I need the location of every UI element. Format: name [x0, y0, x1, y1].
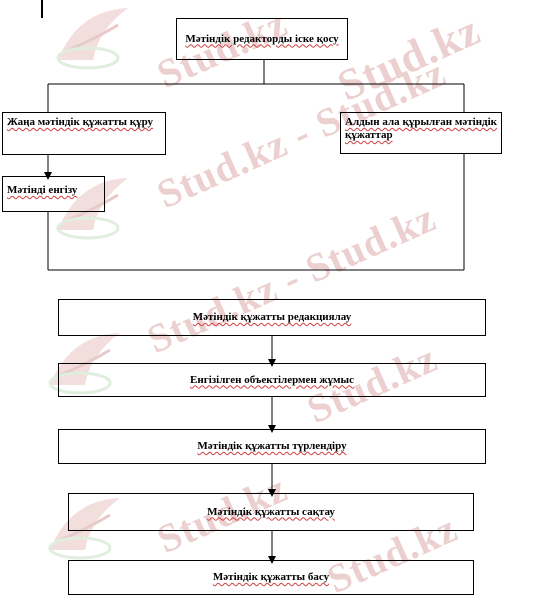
- step-save-label: Мәтіндік құжатты сақтау: [207, 505, 335, 518]
- text-input-label: Мәтінді енгізу: [7, 184, 78, 196]
- start-label: Мәтіндік редакторды іске қосу: [185, 32, 339, 45]
- text-input-box: Мәтінді енгізу: [2, 176, 105, 212]
- step-objects-label: Енгізілген объектілермен жұмыс: [190, 373, 354, 386]
- step-print-label: Мәтіндік құжатты басу: [212, 571, 330, 583]
- step-edit-box: Мәтіндік құжатты редакциялау: [58, 299, 486, 336]
- start-box: Мәтіндік редакторды іске қосу: [176, 18, 348, 60]
- step-transform-label: Мәтіндік құжатты түрлендіру: [197, 440, 347, 452]
- step-edit-label: Мәтіндік құжатты редакциялау: [192, 311, 352, 323]
- step-transform-box: Мәтіндік құжатты түрлендіру: [58, 429, 486, 464]
- new-document-label: Жаңа мәтіндік құжатты құру: [7, 116, 154, 128]
- new-document-box: Жаңа мәтіндік құжатты құру: [2, 112, 166, 155]
- step-save-box: Мәтіндік құжатты сақтау: [68, 493, 474, 531]
- step-print-box: Мәтіндік құжатты басу: [68, 560, 474, 595]
- existing-documents-box: Алдын ала құрылған мәтіндік құжаттар: [340, 112, 502, 154]
- existing-documents-label: Алдын ала құрылған мәтіндік құжаттар: [345, 116, 497, 141]
- step-objects-box: Енгізілген объектілермен жұмыс: [58, 363, 486, 397]
